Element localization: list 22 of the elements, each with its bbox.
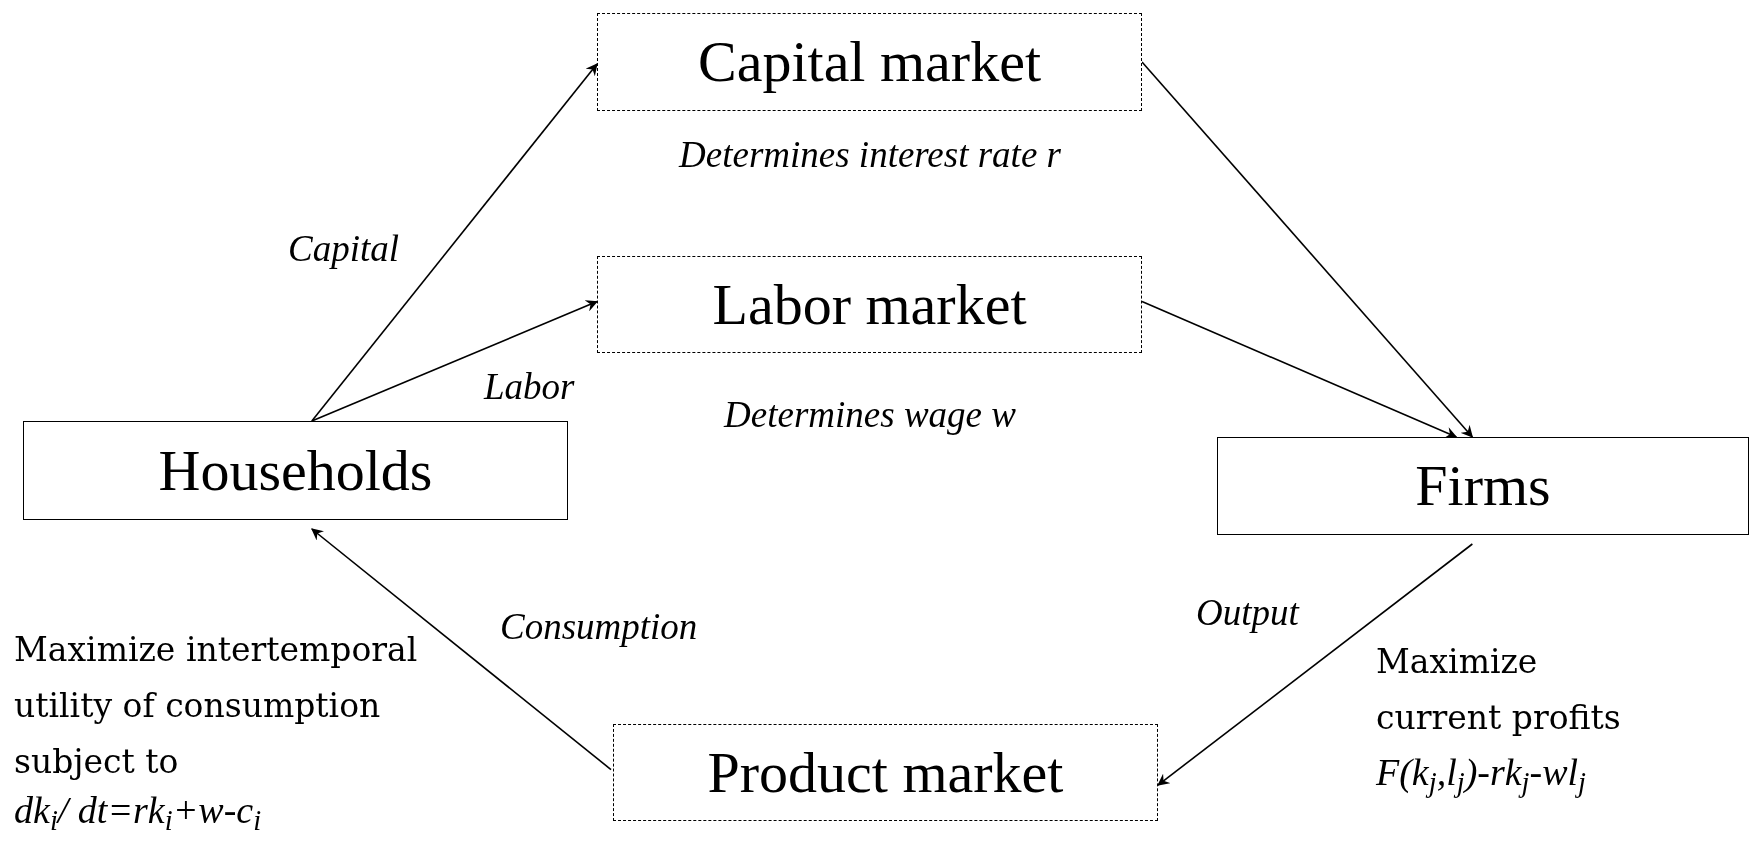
box-label: Product market [707, 743, 1064, 802]
box-label: Firms [1415, 457, 1551, 515]
arrow [1141, 61, 1474, 438]
objective-text: Maximize intertemporal utility of consumption subject to [14, 629, 419, 784]
arrow [311, 528, 612, 771]
market-box [613, 724, 1158, 821]
arrow [1157, 543, 1474, 786]
arrow [1141, 300, 1458, 439]
arrow [311, 300, 598, 422]
node-label: Determines wage w [722, 393, 1017, 437]
equation: F(k$_{j}$,l$_{j}$)-rk$_{j}$-wl$_{j}$ [1376, 750, 1587, 796]
agent-box [23, 421, 568, 520]
box-label: Labor market [712, 275, 1027, 334]
market-box [597, 13, 1142, 111]
box-label: Households [158, 441, 433, 500]
objective-text: Maximize current profits [1376, 641, 1622, 740]
node-label: Determines interest rate r [677, 133, 1062, 177]
equation: dk$_{i}$/ dt=rk$_{i}$+w-c$_{i}$ [14, 788, 263, 834]
arrow [311, 63, 598, 422]
agent-box [1217, 437, 1749, 535]
market-box [597, 256, 1142, 353]
box-label: Capital market [697, 33, 1041, 91]
